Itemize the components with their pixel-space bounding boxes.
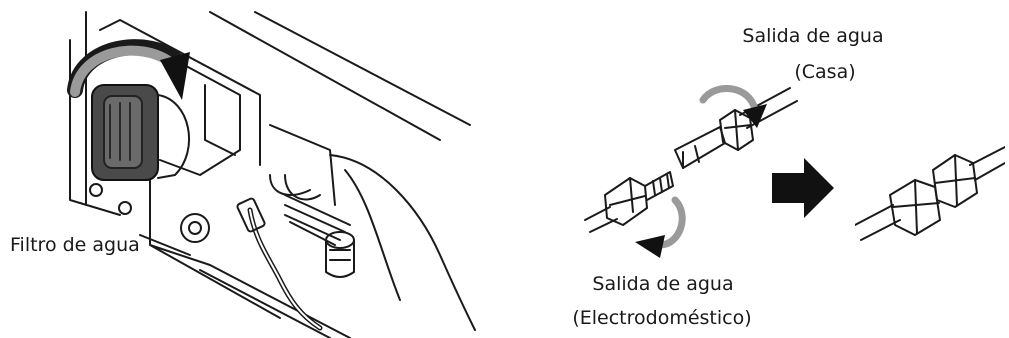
curved-arrow-icon [656,196,686,249]
water-filter-label: Filtro de agua [10,234,140,256]
fridge-inner-frame [149,179,351,338]
screw-icon [89,183,103,197]
hose-fitting-icon [236,197,266,233]
house-outlet-label: Salida de agua [742,25,884,47]
appliance-outlet-sublabel: (Electrodoméstico) [572,307,752,329]
curved-arrow-icon [699,85,759,114]
arrow-right-icon [772,158,834,218]
drain-grate [284,194,351,246]
fridge-filter-illustration [67,11,476,338]
connected-fitting-illustration [855,146,1005,241]
bracket-lines [204,84,336,206]
cabinet-curve-inner [344,169,401,301]
compressor-housing [159,59,241,176]
arrowhead-icon [160,52,190,100]
fridge-bottom-plate [139,234,331,338]
fridge-top-edge [209,11,471,141]
pipe-right [969,146,1005,181]
cabinet-curve [329,154,476,331]
appliance-outlet-label: Salida de agua [592,273,734,295]
fridge-side-panel [99,19,261,166]
water-connection-illustration [584,85,798,258]
arrowhead-icon [635,235,665,258]
arrowhead-icon [743,104,767,128]
pipe-left [855,204,901,241]
house-outlet-sublabel: (Casa) [794,61,856,83]
